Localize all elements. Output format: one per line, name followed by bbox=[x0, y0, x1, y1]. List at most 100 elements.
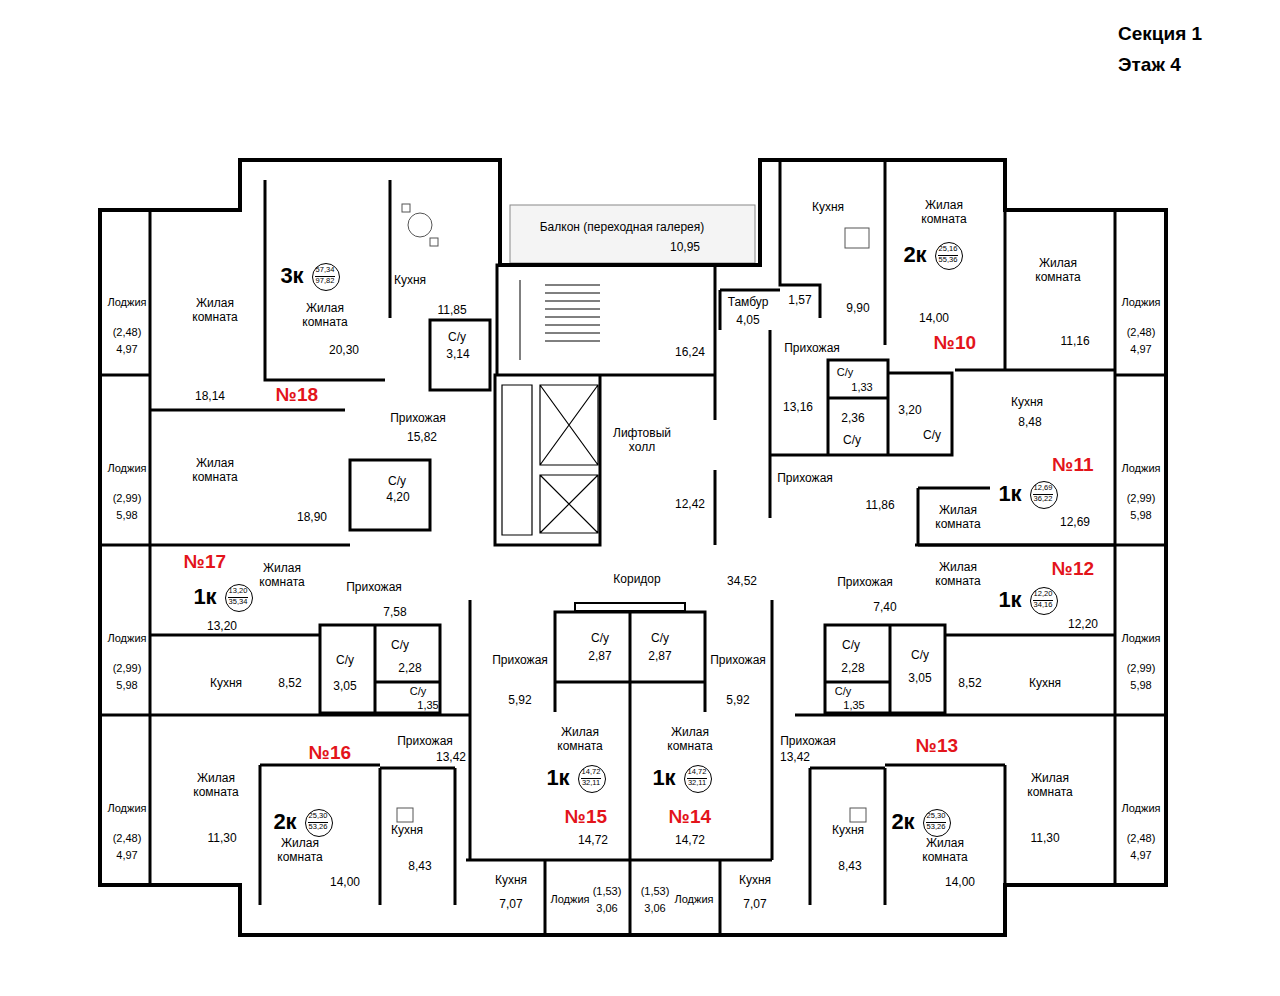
room-text: 5,98 bbox=[116, 509, 137, 522]
badge-text: 32,11 bbox=[688, 779, 706, 787]
room-text: (1,53) bbox=[593, 885, 622, 898]
room-area: Прихожая13,42 bbox=[395, 722, 480, 766]
room-text: 5,92 bbox=[508, 693, 531, 707]
room-text: 14,00 bbox=[945, 875, 975, 889]
room-area: Жилая комната13,201к13,2035,34 bbox=[152, 548, 348, 635]
room-text: 4,05 bbox=[736, 313, 759, 327]
room-area: Прихожая11,86 bbox=[772, 458, 912, 516]
badge-text: 25,30 bbox=[927, 812, 946, 820]
room-text: С/у bbox=[448, 330, 466, 344]
room-area: Прихожая5,92 bbox=[710, 648, 770, 713]
room-text: 1,35 bbox=[417, 699, 438, 711]
room-text: 18,14 bbox=[195, 389, 225, 403]
room-text: 12,42 bbox=[675, 497, 705, 511]
loggia-area: Лоджия(2,99)5,98 bbox=[103, 378, 151, 540]
room-text: 1,57 bbox=[788, 293, 811, 307]
lower-left-walls bbox=[150, 545, 470, 905]
room-area: Жилая комната 18,14 bbox=[152, 215, 262, 405]
room-text: 12,20 bbox=[1068, 617, 1098, 631]
room-area: Кухня8,52 bbox=[152, 638, 318, 713]
chair-symbol bbox=[430, 238, 438, 246]
room-text: Жилая комната bbox=[185, 456, 245, 485]
apartment-number: №11 bbox=[1052, 454, 1093, 476]
room-text: Лоджия bbox=[108, 632, 147, 645]
badge-text: 12,69 bbox=[1034, 484, 1053, 492]
room-text: 11,85 bbox=[437, 303, 466, 317]
room-text: Прихожая bbox=[780, 734, 836, 748]
room-text: 14,00 bbox=[919, 311, 949, 325]
room-text: Кухня bbox=[394, 273, 426, 287]
room-area: Кухня7,07 bbox=[476, 862, 544, 913]
room-text: 8,43 bbox=[408, 859, 431, 873]
room-area: Кухня7,07 bbox=[722, 862, 792, 913]
room-text: (2,99) bbox=[1127, 492, 1156, 505]
badge-text: 13,20 bbox=[229, 587, 248, 595]
room-text: Кухня bbox=[1029, 676, 1061, 690]
kitchen-furniture bbox=[397, 204, 869, 822]
apartment-number: №15 bbox=[565, 806, 607, 828]
room-area: С/у4,20 bbox=[352, 462, 428, 528]
room-text: 3,06 bbox=[644, 902, 665, 915]
room-text: 8,52 bbox=[278, 676, 301, 690]
room-text: 34,52 bbox=[727, 574, 757, 588]
room-text: 7,40 bbox=[873, 600, 896, 614]
room-text: Прихожая bbox=[397, 734, 453, 748]
apartment-badge: 2к25,1655,36 bbox=[900, 238, 970, 272]
table-symbol bbox=[397, 808, 413, 822]
room-text: Прихожая bbox=[492, 653, 548, 667]
room-text: 2,87 bbox=[588, 649, 611, 663]
stair-treads bbox=[520, 280, 600, 360]
balcony-gallery bbox=[510, 205, 755, 263]
room-text: Лоджия bbox=[1122, 802, 1161, 815]
room-text: С/у bbox=[911, 648, 929, 662]
room-text: Жилая комната bbox=[186, 771, 246, 800]
room-text: 18,90 bbox=[297, 510, 327, 524]
badge-text: 2к bbox=[273, 811, 296, 833]
lower-right-walls bbox=[795, 545, 1115, 905]
room-text: 14,72 bbox=[675, 833, 705, 847]
room-text: Лоджия bbox=[1122, 296, 1161, 309]
room-text: 2,28 bbox=[841, 661, 864, 675]
room-text: 14,00 bbox=[330, 875, 360, 889]
room-text: 4,97 bbox=[1130, 343, 1151, 356]
room-area: Прихожая 5,92 bbox=[478, 648, 550, 713]
room-text: (2,48) bbox=[1127, 832, 1156, 845]
room-text: 8,48 bbox=[1018, 415, 1041, 429]
room-text: 15,82 bbox=[407, 430, 437, 444]
room-text: 8,43 bbox=[838, 859, 861, 873]
room-text: Лоджия bbox=[108, 462, 147, 475]
room-text: 20,30 bbox=[329, 343, 359, 357]
badge-text: 1к bbox=[652, 767, 675, 789]
room-area: С/у3,05 bbox=[890, 628, 946, 710]
badge-text: 25,30 bbox=[309, 812, 328, 820]
room-text: Лоджия bbox=[1122, 632, 1161, 645]
room-text: 9,90 bbox=[846, 301, 869, 315]
room-text: 7,07 bbox=[743, 897, 766, 911]
plan-title: Секция 1 Этаж 4 bbox=[1118, 18, 1230, 80]
badge-text: 36,22 bbox=[1034, 495, 1053, 503]
badge-text: 14,72 bbox=[582, 768, 601, 776]
room-text: 13,42 bbox=[780, 750, 810, 764]
room-text: (2,99) bbox=[113, 662, 142, 675]
room-text: Балкон (переходная галерея) bbox=[540, 220, 705, 234]
room-area: Прихожая15,82 bbox=[300, 392, 485, 454]
room-text: 4,97 bbox=[116, 343, 137, 356]
room-text: Жилая комната bbox=[1020, 771, 1080, 800]
room-text: (2,48) bbox=[113, 832, 142, 845]
badge-text: 53,26 bbox=[927, 823, 946, 831]
room-area: Балкон (переходная галерея)10,95 bbox=[515, 208, 753, 260]
right-top-walls bbox=[720, 160, 1115, 545]
room-text: 13,16 bbox=[783, 400, 813, 414]
room-text: Лифтовый холл bbox=[607, 426, 677, 455]
room-text: Жилая комната bbox=[185, 296, 245, 325]
room-text: С/у bbox=[923, 428, 941, 442]
room-text: 14,72 bbox=[578, 833, 608, 847]
badge-text: 2к bbox=[891, 811, 914, 833]
loggia-area: Лоджия(2,99)5,98 bbox=[103, 548, 151, 710]
loggia-area: Лоджия(2,99)5,98 bbox=[1117, 548, 1165, 710]
room-area: С/у1,33 bbox=[830, 362, 886, 396]
room-area: Жилая комната20,303к57,3497,82 bbox=[268, 182, 386, 378]
apartment-number: №12 bbox=[1052, 558, 1094, 580]
loggia-area: Лоджия(2,48)4,97 bbox=[1117, 718, 1165, 880]
